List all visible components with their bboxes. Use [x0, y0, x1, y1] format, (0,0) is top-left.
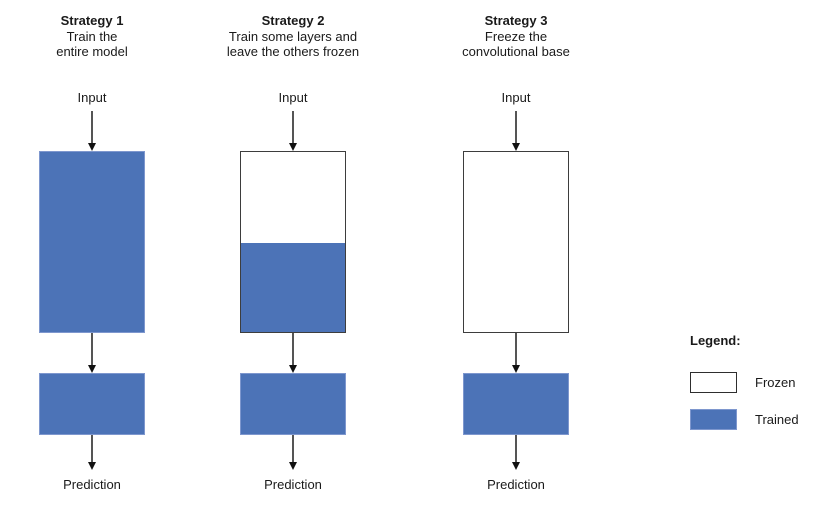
trained-swatch: [690, 409, 737, 430]
strategy-3-base-to-head-arrow: [512, 333, 520, 373]
strategy-1-input-label: Input: [77, 89, 107, 105]
strategy-1-prediction-arrow: [88, 435, 96, 470]
arrow-head-icon: [88, 462, 96, 470]
strategy-2-classifier-box: [240, 373, 346, 435]
arrow-line: [91, 435, 93, 462]
legend-item-trained: Trained: [690, 409, 830, 430]
arrow-line: [91, 333, 93, 365]
strategy-3-input-label: Input: [501, 89, 531, 105]
legend-item-frozen: Frozen: [690, 372, 830, 393]
arrow-head-icon: [88, 143, 96, 151]
strategy-3-conv-base-box: [463, 151, 569, 333]
strategy-2-conv-base-box: [240, 151, 346, 333]
strategy-3-prediction-label: Prediction: [487, 477, 545, 492]
strategy-2-prediction-arrow: [289, 435, 297, 470]
strategy-3-classifier-box: [463, 373, 569, 435]
strategy-2-title: Strategy 2: [261, 13, 325, 28]
strategy-2-input-label: Input: [278, 89, 308, 105]
arrow-head-icon: [289, 143, 297, 151]
strategy-3-subtitle-line-1: Freeze the: [484, 28, 548, 44]
arrow-head-icon: [289, 462, 297, 470]
strategy-1-trained-portion: [40, 152, 144, 332]
strategy-2-prediction-label: Prediction: [264, 477, 322, 492]
arrow-line: [515, 111, 517, 143]
arrow-head-icon: [512, 462, 520, 470]
strategy-2-base-to-head-arrow: [289, 333, 297, 373]
strategy-2-input-arrow: [289, 111, 297, 151]
strategy-2-column: Strategy 2 Train some layers and leave t…: [198, 13, 388, 493]
legend-label-trained: Trained: [755, 412, 799, 427]
strategy-1-prediction-label: Prediction: [63, 477, 121, 492]
strategy-1-column: Strategy 1 Train the entire model Input …: [0, 13, 187, 493]
arrow-line: [91, 111, 93, 143]
arrow-line: [515, 435, 517, 462]
legend: Legend: Frozen Trained: [690, 333, 830, 430]
strategy-1-title: Strategy 1: [60, 13, 124, 28]
strategy-1-classifier-box: [39, 373, 145, 435]
legend-title: Legend:: [690, 333, 741, 348]
arrow-head-icon: [512, 143, 520, 151]
strategy-3-prediction-arrow: [512, 435, 520, 470]
strategy-1-input-arrow: [88, 111, 96, 151]
arrow-line: [292, 111, 294, 143]
arrow-line: [515, 333, 517, 365]
strategy-1-conv-base-box: [39, 151, 145, 333]
strategy-1-subtitle-line-2: entire model: [56, 44, 128, 59]
strategy-1-subtitle-line-1: Train the: [66, 28, 118, 44]
arrow-line: [292, 435, 294, 462]
arrow-head-icon: [289, 365, 297, 373]
strategy-3-column: Strategy 3 Freeze the convolutional base…: [421, 13, 611, 493]
arrow-head-icon: [512, 365, 520, 373]
strategy-1-base-to-head-arrow: [88, 333, 96, 373]
strategy-2-subtitle-line-2: leave the others frozen: [226, 44, 360, 59]
arrow-head-icon: [88, 365, 96, 373]
legend-label-frozen: Frozen: [755, 375, 796, 390]
strategy-3-title: Strategy 3: [484, 13, 548, 28]
frozen-swatch: [690, 372, 737, 393]
strategy-2-trained-portion: [241, 242, 345, 332]
strategy-3-input-arrow: [512, 111, 520, 151]
arrow-line: [292, 333, 294, 365]
strategy-3-subtitle-line-2: convolutional base: [462, 44, 570, 59]
strategy-2-subtitle-line-1: Train some layers and: [228, 28, 358, 44]
